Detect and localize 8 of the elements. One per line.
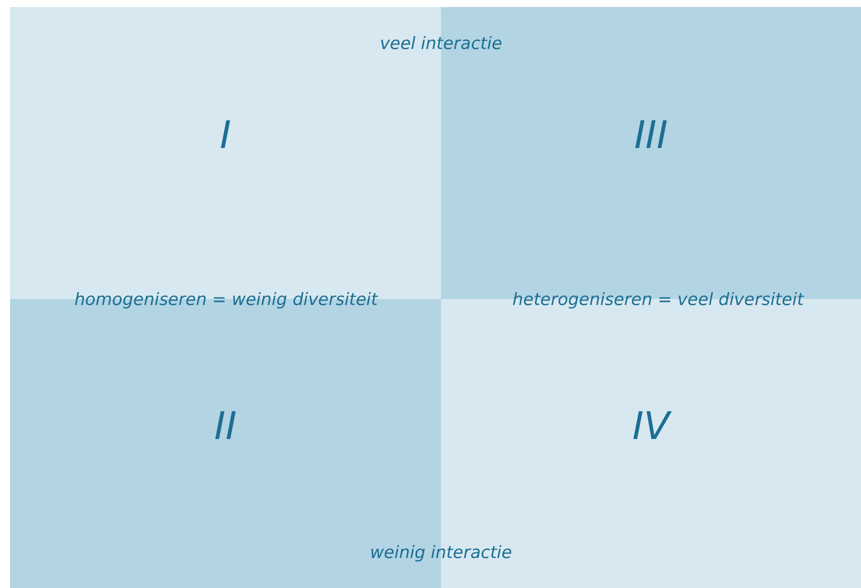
- quadrant-numeral: I: [220, 113, 232, 157]
- axis-label: veel interactie: [380, 34, 502, 54]
- axis-label: weinig interactie: [370, 543, 512, 563]
- axis-label: heterogeniseren = veel diversiteit: [512, 290, 804, 310]
- quadrant-numeral: II: [214, 404, 237, 448]
- quadrant-numeral: III: [634, 113, 668, 157]
- axis-label: homogeniseren = weinig diversiteit: [74, 290, 378, 310]
- quadrant-numeral: IV: [632, 404, 670, 448]
